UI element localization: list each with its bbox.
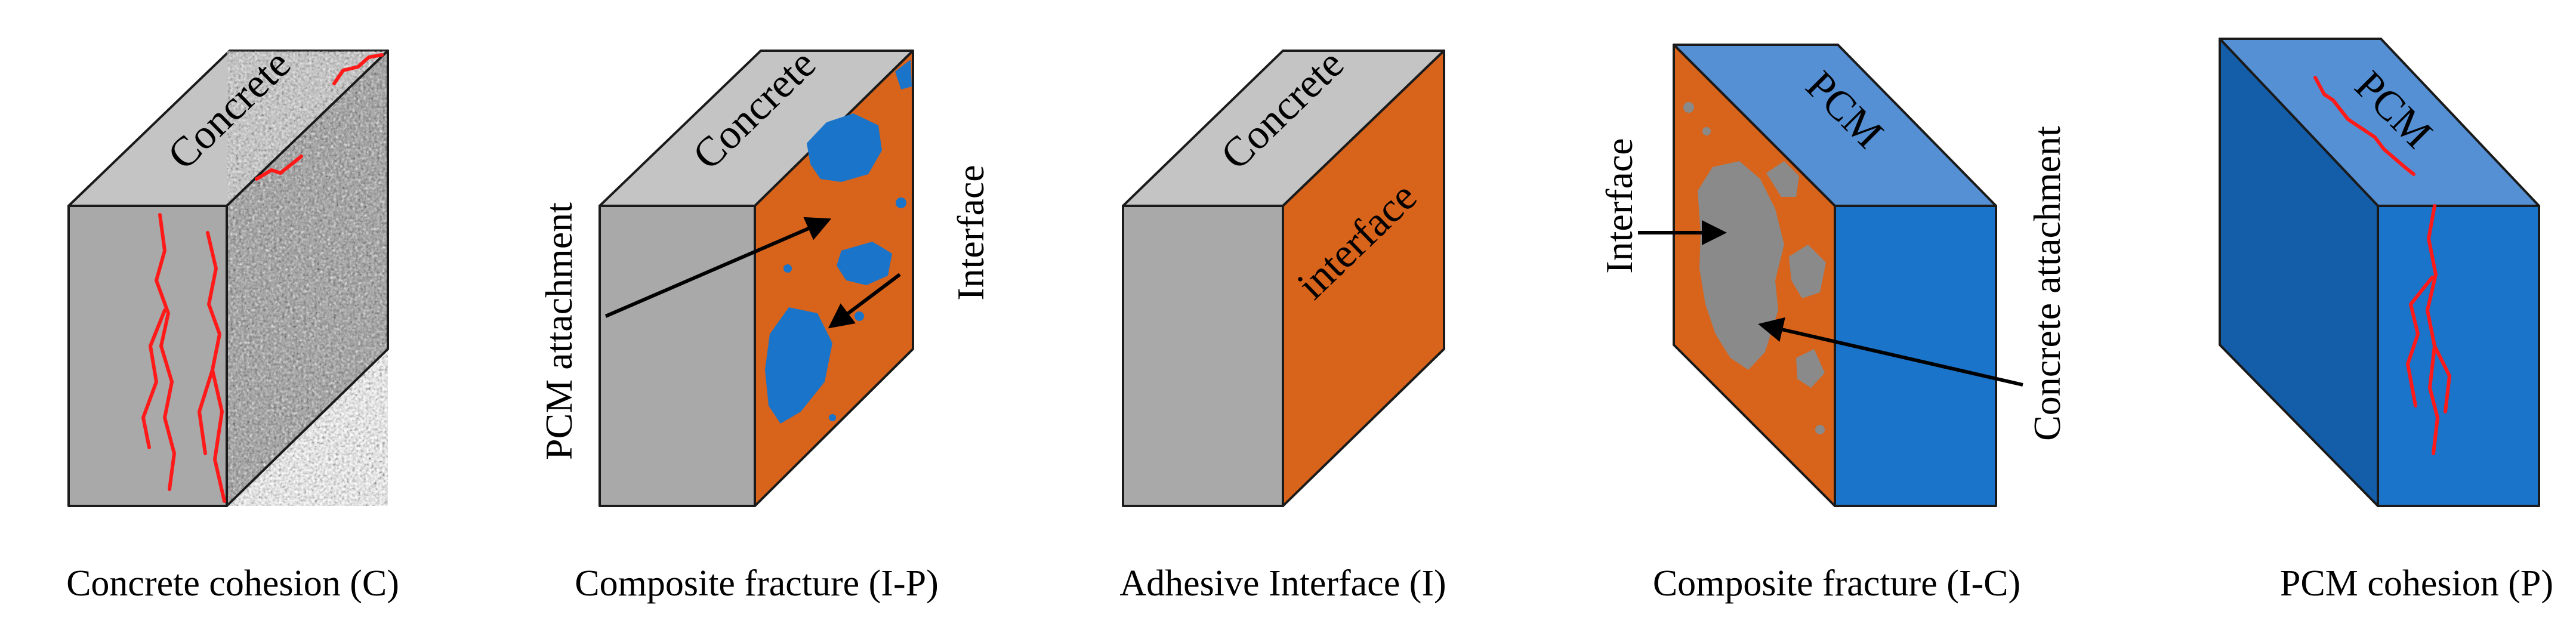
panel-caption: Concrete cohesion (C) xyxy=(66,563,399,604)
fractured-concrete-texture xyxy=(227,51,388,506)
pcm-attachment-spot xyxy=(829,414,836,421)
crack-line xyxy=(255,155,303,181)
concrete-attachment-patch xyxy=(1796,349,1825,388)
crack-line xyxy=(206,231,226,503)
panel-pcm-cohesion: PCM PCM cohesion (P) xyxy=(2219,38,2553,604)
block-front-face xyxy=(1834,205,1997,507)
interface-arrow xyxy=(828,273,901,329)
concrete-attachment-patch xyxy=(1766,161,1799,197)
panel-caption: Composite fracture (I-P) xyxy=(575,563,938,604)
concrete-attachment-arrow xyxy=(1758,317,2023,387)
concrete-attachment-spot xyxy=(1815,425,1825,434)
panel-composite-fracture-i-p: Concrete PCM attachment Interface Compos… xyxy=(538,41,992,604)
block-front-face xyxy=(2377,205,2540,507)
panel-caption: Adhesive Interface (I) xyxy=(1119,563,1446,604)
crack-line xyxy=(198,368,214,455)
concrete-attachment-spot xyxy=(1702,127,1711,135)
interface-annotation: Interface xyxy=(949,165,992,300)
pcm-attachment-patch xyxy=(895,60,912,89)
crack-line xyxy=(141,308,166,449)
block-front-face xyxy=(1122,205,1284,507)
pcm-attachment-arrow xyxy=(604,217,832,318)
pcm-attachment-annotation: PCM attachment xyxy=(538,202,580,460)
pcm-attachment-patch xyxy=(837,242,892,285)
pcm-attachment-patch xyxy=(765,307,832,424)
block-front-face xyxy=(67,205,228,507)
panel-concrete-cohesion: Concrete Concrete cohesion (C) xyxy=(66,41,399,604)
block-front-face xyxy=(599,205,756,507)
interface-face xyxy=(1282,50,1445,507)
concrete-attachment-spot xyxy=(1683,102,1694,113)
crack-line xyxy=(2433,344,2451,413)
crack-line xyxy=(2313,76,2415,176)
interface-annotation: Interface xyxy=(1598,138,1640,273)
concrete-attachment-patch xyxy=(1789,245,1826,298)
concrete-attachment-annotation: Concrete attachment xyxy=(2026,126,2068,441)
panel-adhesive-interface: Concrete interface Adhesive Interface (I… xyxy=(1119,41,1446,604)
pcm-attachment-patch xyxy=(807,113,882,182)
panel-composite-fracture-i-c: PCM Interface Concrete attachment Compos… xyxy=(1598,44,2068,604)
pcm-attachment-spot xyxy=(854,311,864,321)
crack-line xyxy=(332,53,384,85)
panel-caption: Composite fracture (I-C) xyxy=(1653,563,2020,604)
panel-caption: PCM cohesion (P) xyxy=(2280,563,2553,604)
crack-line xyxy=(2406,276,2434,407)
crack-line xyxy=(155,213,176,491)
crack-line xyxy=(2426,204,2439,455)
pcm-attachment-spot xyxy=(783,264,792,273)
pcm-attachment-spot xyxy=(896,197,906,208)
